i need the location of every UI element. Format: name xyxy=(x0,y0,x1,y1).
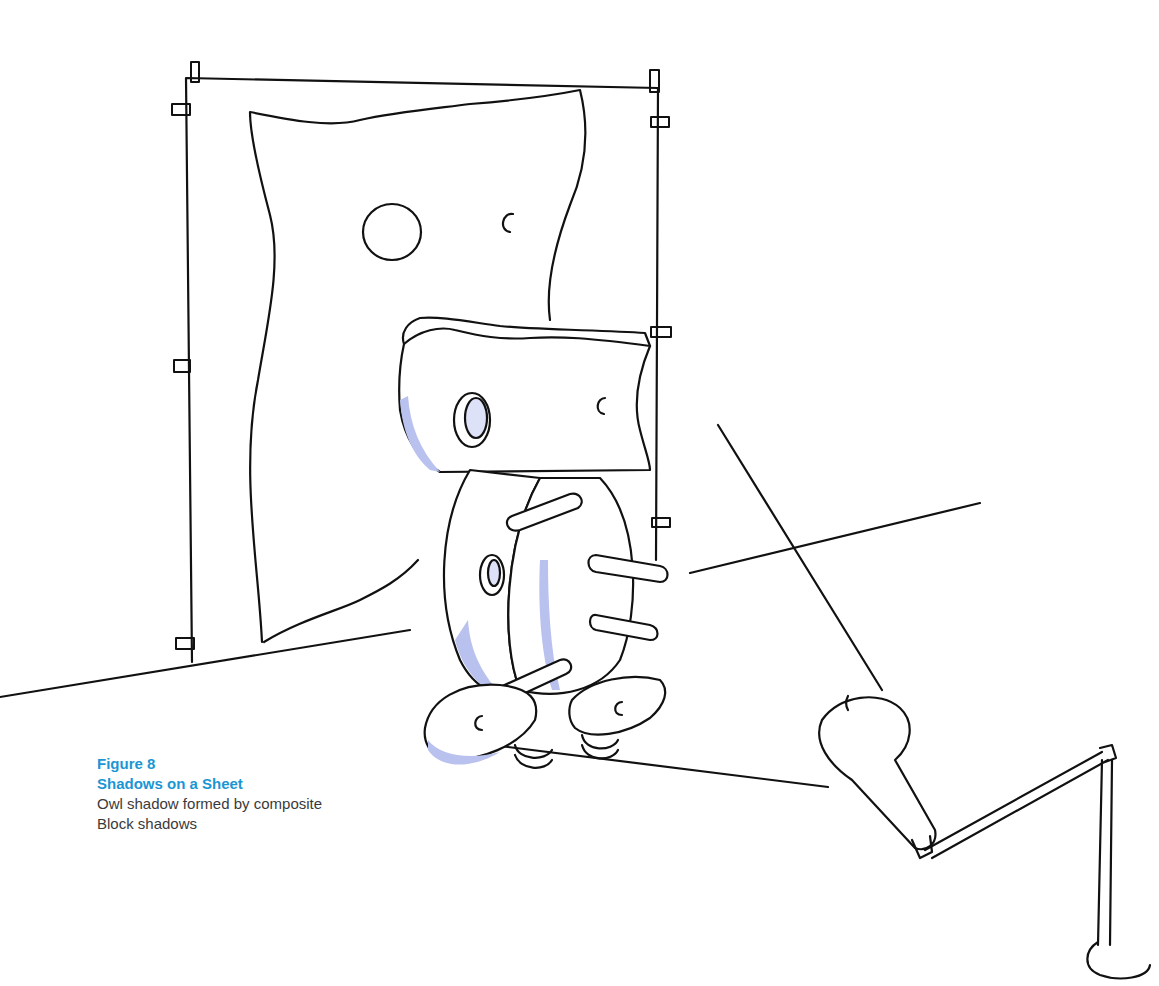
shadow-eye xyxy=(503,214,513,232)
tape xyxy=(191,62,199,82)
shadow-eye xyxy=(363,204,421,260)
peg xyxy=(507,494,582,531)
figure-caption: Owl shadow formed by composite Block sha… xyxy=(97,794,329,834)
owl-block-head xyxy=(399,329,650,472)
owl-eye-hole xyxy=(465,398,487,438)
owl-block-edge xyxy=(403,318,650,346)
peg xyxy=(589,555,668,582)
tape xyxy=(651,117,669,127)
peg xyxy=(494,494,668,703)
owl-eye-hole xyxy=(454,393,490,447)
tape xyxy=(174,360,190,372)
tape xyxy=(172,104,190,115)
peg xyxy=(590,615,658,640)
lamp-beam xyxy=(846,696,848,710)
owl-wing xyxy=(569,677,665,735)
tape xyxy=(176,638,194,649)
light-beam-line xyxy=(718,425,882,690)
lamp-arm xyxy=(1098,760,1112,945)
figure-title: Shadows on a Sheet xyxy=(97,774,357,794)
block-shading xyxy=(428,740,500,765)
tape xyxy=(172,62,671,649)
tape xyxy=(650,70,659,92)
tape xyxy=(651,327,671,337)
lamp-arm xyxy=(925,745,1116,858)
lamp-shade xyxy=(819,697,935,849)
block-shading xyxy=(455,620,500,694)
owl-eye xyxy=(615,702,622,715)
tape xyxy=(652,518,670,527)
owl-eye xyxy=(475,716,482,730)
owl-eye-hole xyxy=(488,560,500,586)
owl-eye xyxy=(598,398,605,414)
block-shading xyxy=(400,396,440,472)
figure-number: Figure 8 xyxy=(97,754,357,774)
owl-foot xyxy=(582,735,618,758)
floor-line xyxy=(492,745,828,787)
floor-line xyxy=(690,503,980,573)
owl-eye-hole xyxy=(480,555,504,595)
owl-wing xyxy=(425,685,537,760)
floor-line xyxy=(0,630,410,697)
owl-foot xyxy=(515,745,552,768)
lamp-base xyxy=(1087,942,1150,978)
